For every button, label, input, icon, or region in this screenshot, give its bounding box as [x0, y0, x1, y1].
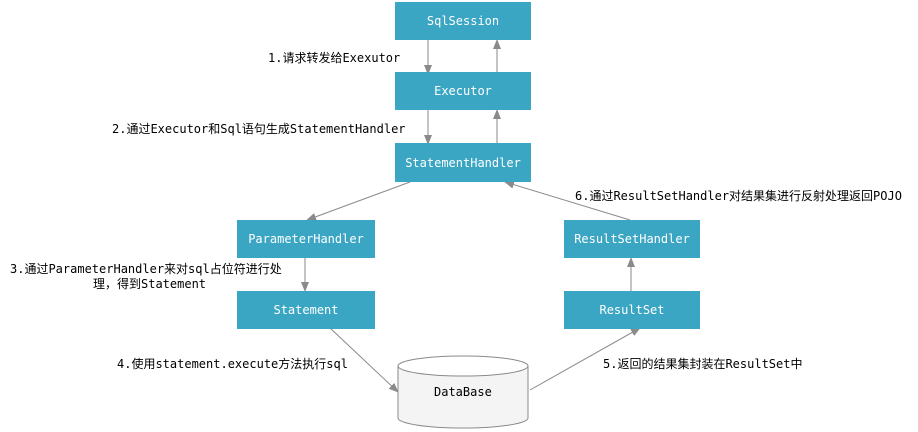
node-resultsethandler: ResultSetHandler [564, 220, 700, 258]
step-2-label: 2.通过Executor和Sql语句生成StatementHandler [112, 122, 406, 136]
node-executor: Executor [395, 72, 531, 110]
node-database-label: DataBase [434, 385, 492, 399]
edge-database-to-resultset [529, 327, 641, 391]
step-6-label: 6.通过ResultSetHandler对结果集进行反射处理返回POJO [575, 189, 902, 203]
edge-statementhandler-to-parameterhandler [306, 181, 411, 221]
edge-resultsethandler-to-statementhandler [504, 180, 631, 221]
step-3-label-line2: 理，得到Statement [93, 277, 207, 291]
database-cylinder [397, 355, 529, 429]
step-3-label-line1: 3.通过ParameterHandler来对sql占位符进行处 [10, 262, 282, 276]
node-parameterhandler: ParameterHandler [237, 220, 375, 258]
node-resultset: ResultSet [564, 291, 700, 329]
step-5-label: 5.返回的结果集封装在ResultSet中 [603, 357, 803, 371]
node-sqlsession: SqlSession [395, 2, 531, 40]
edge-statement-to-database [329, 327, 399, 393]
step-4-label: 4.使用statement.execute方法执行sql [117, 357, 348, 371]
node-statement: Statement [237, 291, 375, 329]
node-statementhandler: StatementHandler [395, 143, 531, 182]
step-1-label: 1.请求转发给Exexutor [268, 51, 401, 65]
